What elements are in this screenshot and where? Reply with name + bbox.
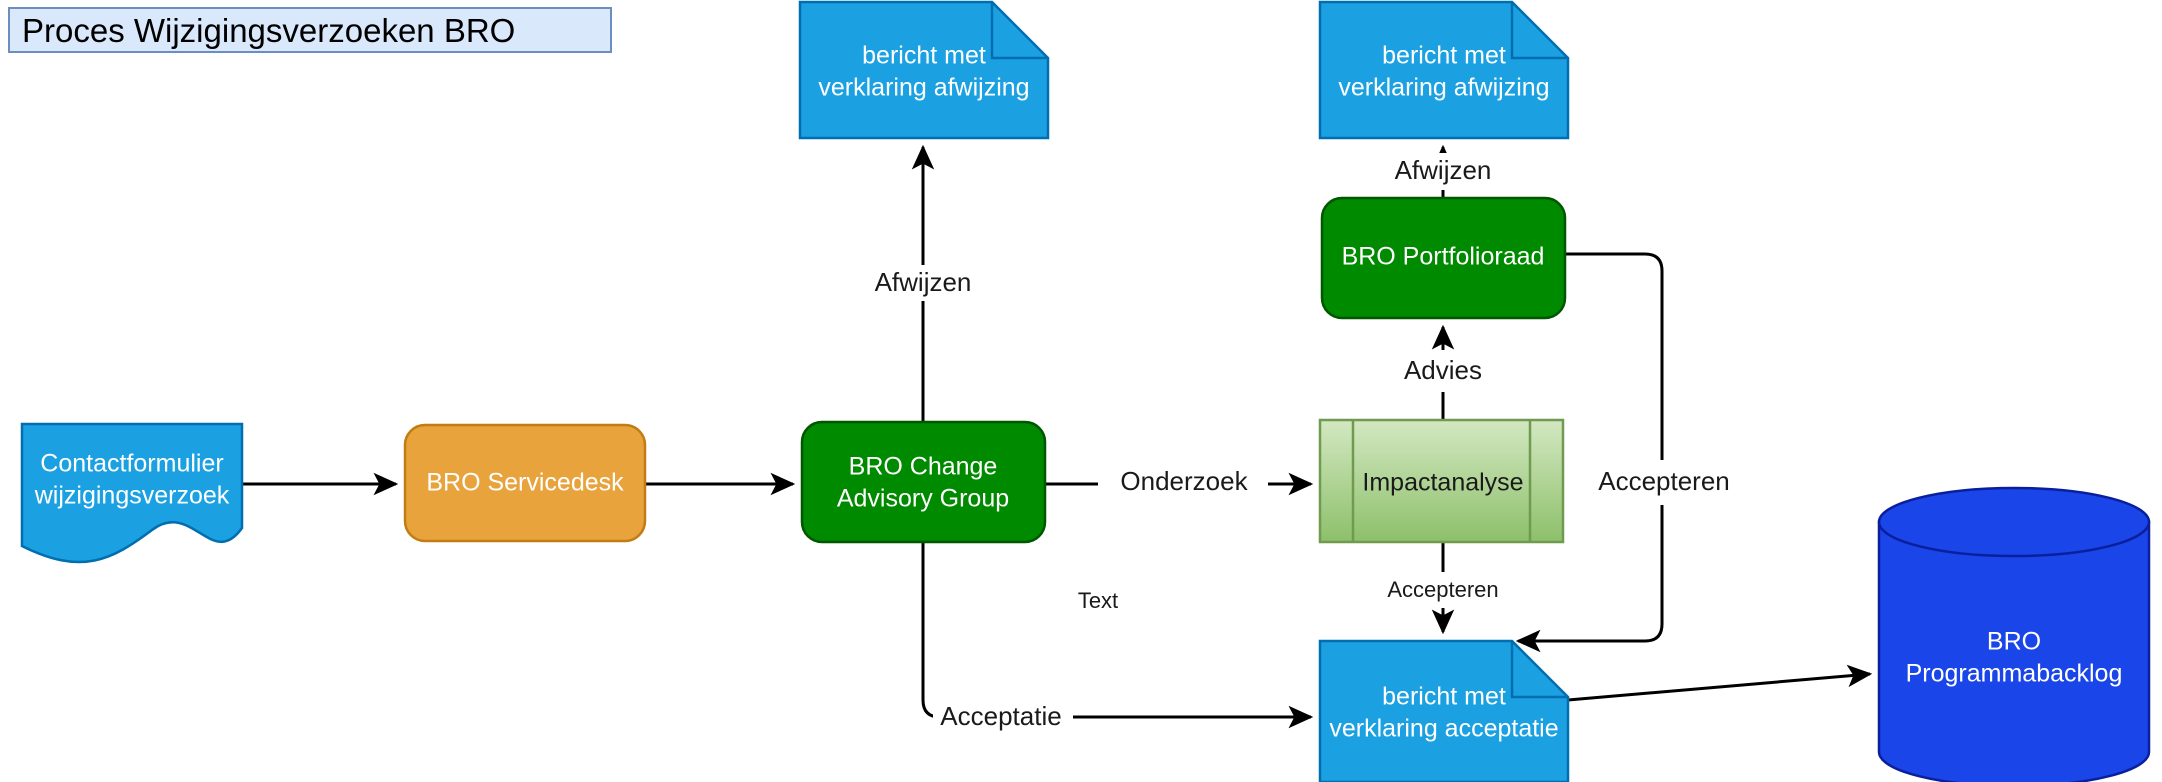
- edge-label-afwijzen-right: Afwijzen: [1377, 153, 1509, 189]
- bro-portfolioraad-process[interactable]: BRO Portfolioraad: [1320, 196, 1567, 320]
- cag-label-line1: BRO Change: [849, 453, 998, 481]
- bro-change-advisory-group-process[interactable]: BRO Change Advisory Group: [800, 420, 1047, 544]
- backlog-label-line1: BRO: [1987, 628, 2041, 656]
- edge-label-accepteren-right: Accepteren: [1578, 464, 1750, 500]
- edge-note-acceptatie-to-backlog: [1567, 664, 1873, 702]
- edge-label-accepteren-right-text: Accepteren: [1598, 466, 1730, 496]
- edge-label-onderzoek: Onderzoek: [1100, 464, 1266, 500]
- note-acceptatie-line1: bericht met: [1382, 683, 1506, 711]
- page-title: Proces Wijzigingsverzoeken BRO: [8, 7, 612, 53]
- edge-label-acceptatie: Acceptatie: [933, 699, 1073, 735]
- note-afwijzing-right-line2: verklaring afwijzing: [1338, 74, 1549, 102]
- bericht-verklaring-afwijzing-note-left[interactable]: bericht met verklaring afwijzing: [798, 0, 1050, 140]
- edge-label-afwijzen-right-text: Afwijzen: [1395, 155, 1492, 185]
- edge-accepteren-loop-to-note-acceptatie: [1515, 505, 1664, 653]
- edge-label-afwijzen-left: Afwijzen: [857, 265, 989, 301]
- edge-cag-to-note-acceptatie: [921, 542, 1058, 719]
- edge-label-accepteren-mid: Accepteren: [1371, 574, 1515, 606]
- edge-label-acceptatie-text: Acceptatie: [940, 701, 1061, 731]
- edge-label-advies-text: Advies: [1404, 355, 1482, 385]
- backlog-label-line2: Programmabacklog: [1906, 660, 2123, 688]
- note-afwijzing-left-line2: verklaring afwijzing: [818, 74, 1029, 102]
- bericht-verklaring-afwijzing-note-right[interactable]: bericht met verklaring afwijzing: [1318, 0, 1570, 140]
- note-afwijzing-right-line1: bericht met: [1382, 42, 1506, 70]
- note-acceptatie-line2: verklaring acceptatie: [1329, 715, 1558, 743]
- edge-label-accepteren-mid-text: Accepteren: [1387, 577, 1498, 602]
- edge-label-text: Text: [1078, 588, 1118, 613]
- edge-label-advies: Advies: [1385, 353, 1501, 389]
- contactformulier-document[interactable]: Contactformulier wijzigingsverzoek: [20, 422, 244, 564]
- contactformulier-label-line1: Contactformulier: [40, 450, 223, 478]
- bro-servicedesk-label: BRO Servicedesk: [426, 469, 624, 497]
- bro-servicedesk-process[interactable]: BRO Servicedesk: [403, 423, 647, 543]
- bro-programmabacklog-database[interactable]: BRO Programmabacklog: [1877, 486, 2151, 782]
- impactanalyse-subprocess[interactable]: Impactanalyse: [1318, 418, 1565, 544]
- contactformulier-label-line2: wijzigingsverzoek: [34, 482, 230, 510]
- portfolioraad-label: BRO Portfolioraad: [1342, 243, 1545, 271]
- impactanalyse-label: Impactanalyse: [1362, 469, 1523, 497]
- edge-portfolioraad-to-note-acceptatie: [1565, 252, 1664, 460]
- edge-label-text-text: Text: [1078, 588, 1118, 613]
- bericht-verklaring-acceptatie-note[interactable]: bericht met verklaring acceptatie: [1318, 639, 1570, 782]
- edge-label-afwijzen-left-text: Afwijzen: [875, 267, 972, 297]
- note-afwijzing-left-line1: bericht met: [862, 42, 986, 70]
- edge-label-onderzoek-text: Onderzoek: [1120, 466, 1248, 496]
- page-title-label: Proces Wijzigingsverzoeken BRO: [22, 11, 516, 49]
- cag-label-line2: Advisory Group: [837, 485, 1009, 513]
